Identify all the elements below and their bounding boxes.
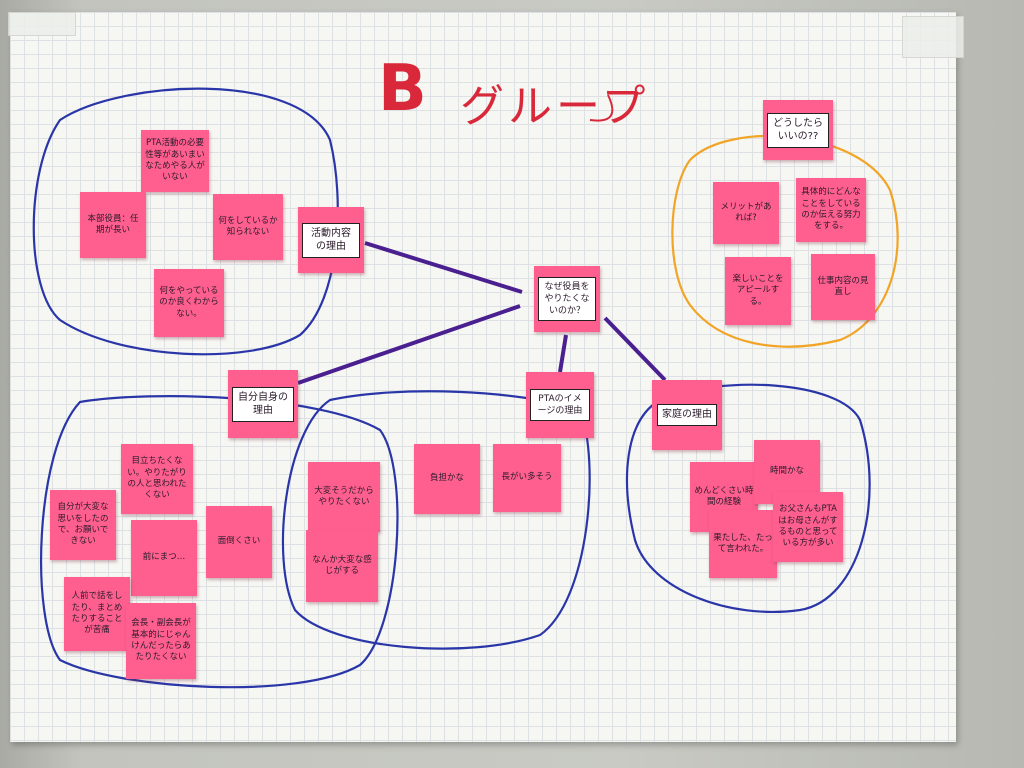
family-note-4: お父さんもPTAはお母さんがするものと思っている方が多い — [773, 492, 843, 562]
image-note-2: 長がい多そう — [493, 444, 561, 512]
center-question-note: なぜ役員をやりたくないのか？ — [534, 266, 600, 332]
solution-note-4: 仕事内容の見直し — [811, 254, 875, 320]
overlap-note-2: なんか大変な感じがする — [306, 530, 378, 602]
family-note-3: 果たした、たって言われた。 — [709, 510, 777, 578]
activity-note-3: 何をしているか知られない — [213, 194, 283, 260]
activity-note-1: PTA活動の必要性等があいまいなためやる人がいない — [141, 130, 209, 192]
self-note-6: 会長・副会長が基本的にじゃんけんだったらあたりたくない — [126, 603, 196, 679]
overlap-note-1: 大変そうだからやりたくない — [308, 462, 380, 532]
self-note-1: 目立ちたくない。やりたがりの人と思われたくない — [121, 444, 193, 514]
self-note-3: 前にまつ… — [131, 520, 197, 596]
header-family-note: 家庭の理由 — [652, 380, 722, 450]
solution-note-1: メリットがあれば? — [713, 182, 779, 244]
activity-note-4: 何をやっているのか良くわからない。 — [154, 269, 224, 337]
solution-note-2: 具体的にどんなことをしているのか伝える努力をする。 — [796, 178, 866, 242]
title-letter: B — [378, 52, 429, 126]
header-self-note: 自分自身の理由 — [228, 370, 298, 438]
solution-note-3: 楽しいことをアピールする。 — [725, 257, 791, 325]
header-solution-note: どうしたらいいの?? — [763, 100, 833, 160]
self-note-2: 自分が大変な思いをしたので、お願いできない — [50, 490, 116, 560]
image-note-1: 負担かな — [414, 444, 480, 514]
tape-top-right — [902, 16, 964, 58]
title-word: グループ — [460, 81, 650, 132]
header-activity-note: 活動内容の理由 — [298, 207, 364, 273]
self-note-4: 面倒くさい — [206, 506, 272, 578]
self-note-5: 人前で話をしたり、まとめたりすることが苦痛 — [64, 577, 130, 651]
header-image-note: PTAのイメージの理由 — [526, 372, 594, 438]
tape-top-left — [8, 12, 76, 36]
activity-note-2: 本部役員：任期が長い — [80, 192, 146, 258]
